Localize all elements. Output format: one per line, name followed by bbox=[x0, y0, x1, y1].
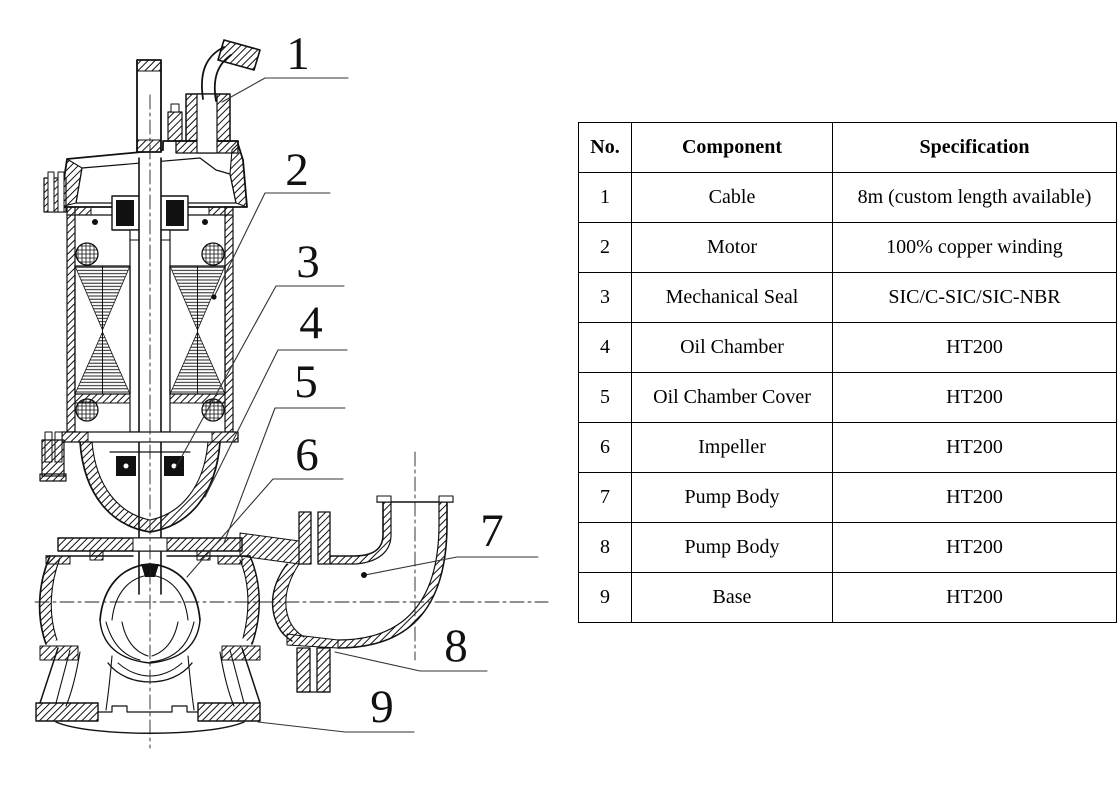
table-row: 8 Pump Body HT200 bbox=[578, 522, 1117, 573]
cell-component: Cable bbox=[631, 172, 833, 223]
spec-table: No. Component Specification 1 Cable 8m (… bbox=[578, 122, 1117, 623]
pump-diagram-area: 1 2 3 4 5 6 7 8 9 bbox=[34, 28, 549, 749]
cell-specification: HT200 bbox=[832, 472, 1117, 523]
motor-stator-windings bbox=[74, 242, 226, 422]
callout-label-7: 7 bbox=[480, 505, 504, 557]
callout-label-9: 9 bbox=[370, 681, 394, 733]
table-row: 9 Base HT200 bbox=[578, 572, 1117, 623]
casing-lower-flange bbox=[39, 171, 239, 482]
cell-specification: HT200 bbox=[832, 522, 1117, 573]
cell-component: Mechanical Seal bbox=[631, 272, 833, 323]
cell-specification: HT200 bbox=[832, 572, 1117, 623]
col-header-component: Component bbox=[631, 122, 833, 173]
cell-component: Pump Body bbox=[631, 522, 833, 573]
cell-component: Oil Chamber bbox=[631, 322, 833, 373]
table-row: 6 Impeller HT200 bbox=[578, 422, 1117, 473]
callout-label-2: 2 bbox=[285, 144, 309, 196]
cell-no: 6 bbox=[578, 422, 632, 473]
centerlines bbox=[34, 94, 549, 749]
cell-specification: SIC/C-SIC/SIC-NBR bbox=[832, 272, 1117, 323]
discharge-elbow bbox=[239, 495, 454, 693]
callout-label-5: 5 bbox=[294, 356, 318, 408]
base-stand bbox=[35, 647, 261, 734]
cell-no: 8 bbox=[578, 522, 632, 573]
cell-specification: HT200 bbox=[832, 322, 1117, 373]
cell-no: 3 bbox=[578, 272, 632, 323]
cell-specification: HT200 bbox=[832, 372, 1117, 423]
callout-label-1: 1 bbox=[286, 28, 310, 80]
table-row: 2 Motor 100% copper winding bbox=[578, 222, 1117, 273]
table-row: 1 Cable 8m (custom length available) bbox=[578, 172, 1117, 223]
cell-no: 9 bbox=[578, 572, 632, 623]
cell-specification: 8m (custom length available) bbox=[832, 172, 1117, 223]
callout-leader-lines bbox=[175, 77, 539, 733]
cell-specification: 100% copper winding bbox=[832, 222, 1117, 273]
cell-no: 7 bbox=[578, 472, 632, 523]
table-header-row: No. Component Specification bbox=[578, 122, 1117, 173]
callout-label-8: 8 bbox=[444, 620, 468, 672]
cell-component: Pump Body bbox=[631, 472, 833, 523]
table-row: 5 Oil Chamber Cover HT200 bbox=[578, 372, 1117, 423]
col-header-no: No. bbox=[578, 122, 632, 173]
col-header-specification: Specification bbox=[832, 122, 1117, 173]
table-row: 4 Oil Chamber HT200 bbox=[578, 322, 1117, 373]
callout-label-3: 3 bbox=[296, 236, 320, 288]
callout-numbers: 1 2 3 4 5 6 7 8 9 bbox=[285, 28, 504, 733]
cell-no: 2 bbox=[578, 222, 632, 273]
cell-no: 1 bbox=[578, 172, 632, 223]
callout-label-4: 4 bbox=[299, 297, 323, 349]
cable-gland bbox=[167, 93, 239, 154]
table-row: 7 Pump Body HT200 bbox=[578, 472, 1117, 523]
cell-component: Oil Chamber Cover bbox=[631, 372, 833, 423]
cell-specification: HT200 bbox=[832, 422, 1117, 473]
cell-component: Impeller bbox=[631, 422, 833, 473]
table-row: 3 Mechanical Seal SIC/C-SIC/SIC-NBR bbox=[578, 272, 1117, 323]
cell-component: Base bbox=[631, 572, 833, 623]
power-cable bbox=[201, 39, 261, 102]
callout-label-6: 6 bbox=[295, 429, 319, 481]
lifting-handle bbox=[136, 59, 162, 153]
cell-no: 4 bbox=[578, 322, 632, 373]
cell-no: 5 bbox=[578, 372, 632, 423]
cell-component: Motor bbox=[631, 222, 833, 273]
pump-cross-section-drawing: 1 2 3 4 5 6 7 8 9 bbox=[34, 28, 549, 749]
